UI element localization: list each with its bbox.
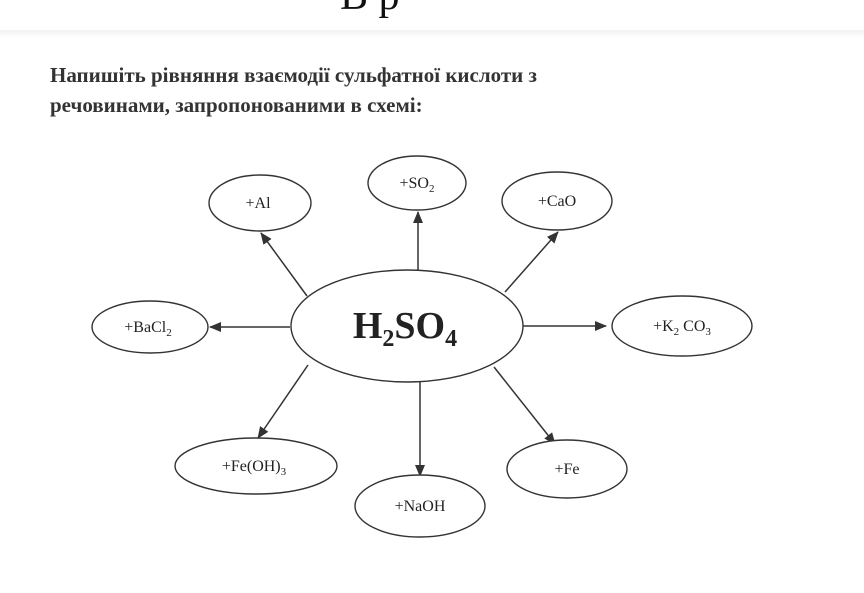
ellipse-so2 xyxy=(367,155,467,211)
ellipse-k2co3 xyxy=(611,295,753,357)
ellipse-feoh3 xyxy=(174,437,338,495)
arrow-to-al xyxy=(260,232,308,297)
ellipse-bacl2 xyxy=(91,300,209,354)
node-label-feoh3: +Fe(OH)3 xyxy=(222,458,287,478)
ellipse-naoh xyxy=(354,474,486,538)
arrow-to-feoh3 xyxy=(257,364,309,439)
page-edge-shadow xyxy=(0,30,864,38)
ellipse-fe xyxy=(506,439,628,499)
ellipse-al xyxy=(208,174,312,232)
task-statement: Напишіть рівняння взаємодії сульфатної к… xyxy=(50,60,750,120)
node-label-so2: +SO2 xyxy=(400,175,435,195)
task-line-1: Напишіть рівняння взаємодії сульфатної к… xyxy=(50,63,537,87)
node-label-k2co3: +K2 CO3 xyxy=(653,318,711,338)
center-formula: H2SO4 xyxy=(353,305,457,352)
arrow-to-fe xyxy=(493,366,556,445)
node-label-fe: +Fe xyxy=(554,461,579,478)
arrow-to-cao xyxy=(504,231,559,293)
ellipse-center xyxy=(290,269,524,383)
ellipse-cao xyxy=(501,171,613,231)
node-label-cao: +CaO xyxy=(538,193,576,210)
node-label-naoh: +NaOH xyxy=(395,498,446,515)
node-label-al: +Al xyxy=(245,195,271,212)
node-label-bacl2: +BaCl2 xyxy=(124,319,171,339)
task-line-2: речовинами, запропонованими в схемі: xyxy=(50,93,423,117)
page-fragment-text: В р xyxy=(340,0,400,20)
